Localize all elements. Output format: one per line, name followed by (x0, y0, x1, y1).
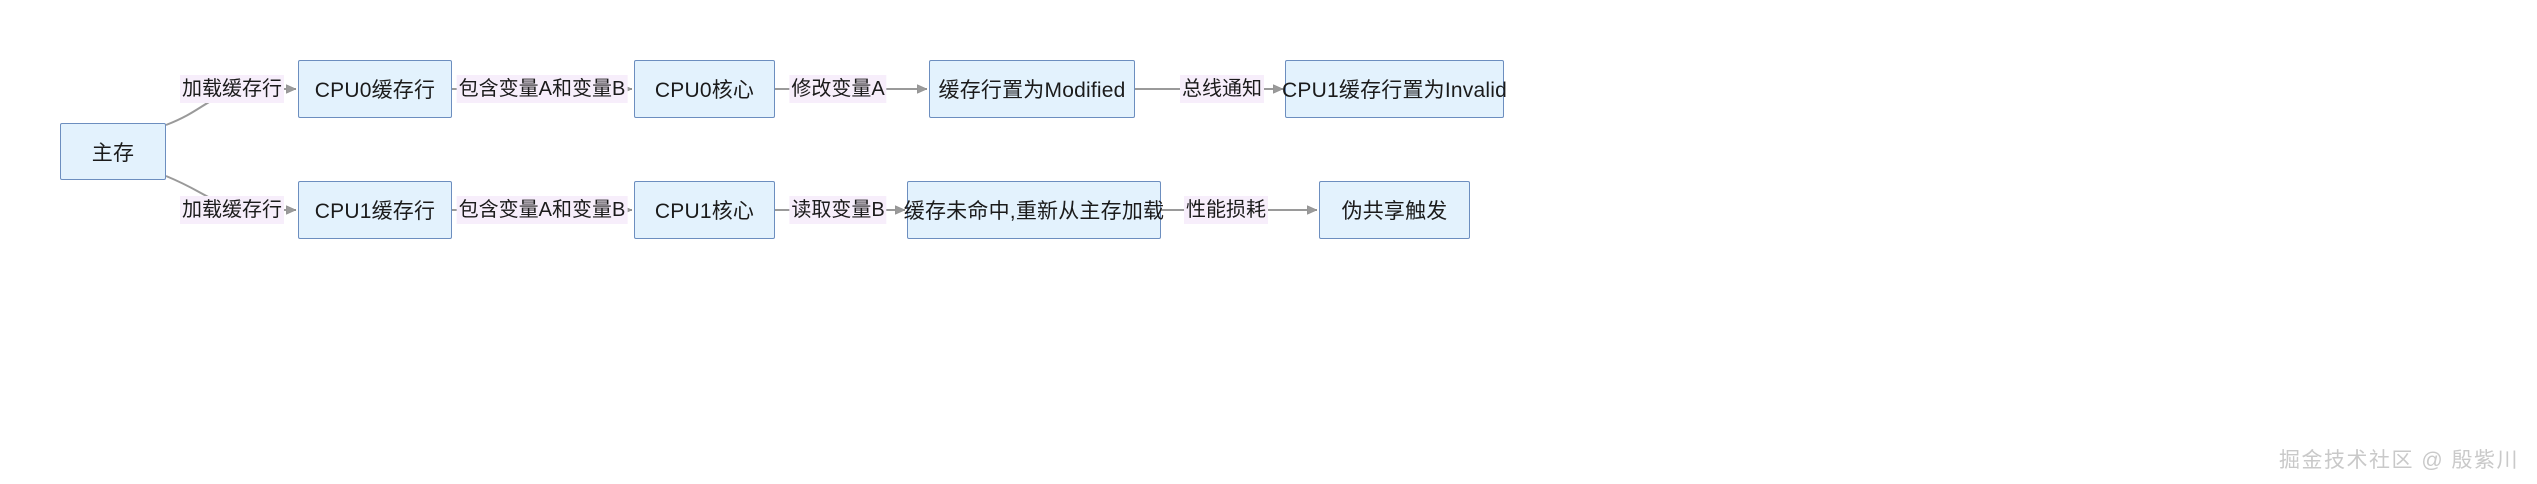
node-main-memory-label: 主存 (91, 141, 135, 165)
edge-label-text: 加载缓存行 (182, 78, 282, 100)
node-cpu0-core-label: CPU0核心 (654, 79, 755, 102)
edge-label-text: 修改变量A (791, 78, 885, 100)
node-cpu0-core[interactable]: CPU0核心 (634, 60, 775, 118)
edge-label-text: 包含变量A和变量B (458, 78, 626, 100)
node-cpu0-cache-line[interactable]: CPU0缓存行 (298, 60, 452, 118)
edge-label-contains-vars-cpu0: 包含变量A和变量B (456, 75, 628, 103)
edge-label-read-var-b: 读取变量B (789, 196, 887, 224)
edge-label-text: 性能损耗 (1186, 199, 1266, 221)
node-cpu1-cache-invalid-label: CPU1缓存行置为Invalid (1282, 79, 1507, 102)
node-cache-miss-reload-label: 缓存未命中,重新从主存加载 (903, 200, 1165, 223)
node-false-sharing[interactable]: 伪共享触发 (1319, 181, 1470, 239)
edge-label-text: 读取变量B (791, 199, 885, 221)
node-false-sharing-label: 伪共享触发 (1341, 200, 1448, 223)
node-cpu1-core[interactable]: CPU1核心 (634, 181, 775, 239)
node-cpu1-core-label: CPU1核心 (654, 200, 755, 223)
node-cpu0-cache-line-label: CPU0缓存行 (314, 79, 436, 102)
node-cpu1-cache-invalid[interactable]: CPU1缓存行置为Invalid (1282, 60, 1507, 118)
edge-label-performance-cost: 性能损耗 (1184, 196, 1268, 224)
edge-label-contains-vars-cpu1: 包含变量A和变量B (456, 196, 628, 224)
edge-label-bus-notify: 总线通知 (1180, 75, 1264, 103)
node-cache-line-modified-label: 缓存行置为Modified (938, 79, 1126, 102)
node-cpu1-cache-line-label: CPU1缓存行 (314, 200, 436, 223)
node-cache-miss-reload[interactable]: 缓存未命中,重新从主存加载 (903, 181, 1165, 239)
edge-label-load-cache-line-cpu0: 加载缓存行 (180, 75, 284, 103)
node-cpu1-cache-line[interactable]: CPU1缓存行 (298, 181, 452, 239)
edge-label-modify-var-a: 修改变量A (789, 75, 887, 103)
edge-label-text: 包含变量A和变量B (458, 199, 626, 221)
edge-label-load-cache-line-cpu1: 加载缓存行 (180, 196, 284, 224)
edge-label-text: 总线通知 (1182, 78, 1262, 100)
node-main-memory[interactable]: 主存 (60, 123, 166, 180)
watermark: 掘金技术社区 @ 殷紫川 (2279, 449, 2519, 472)
node-cache-line-modified[interactable]: 缓存行置为Modified (929, 60, 1135, 118)
edge-label-text: 加载缓存行 (182, 199, 282, 221)
